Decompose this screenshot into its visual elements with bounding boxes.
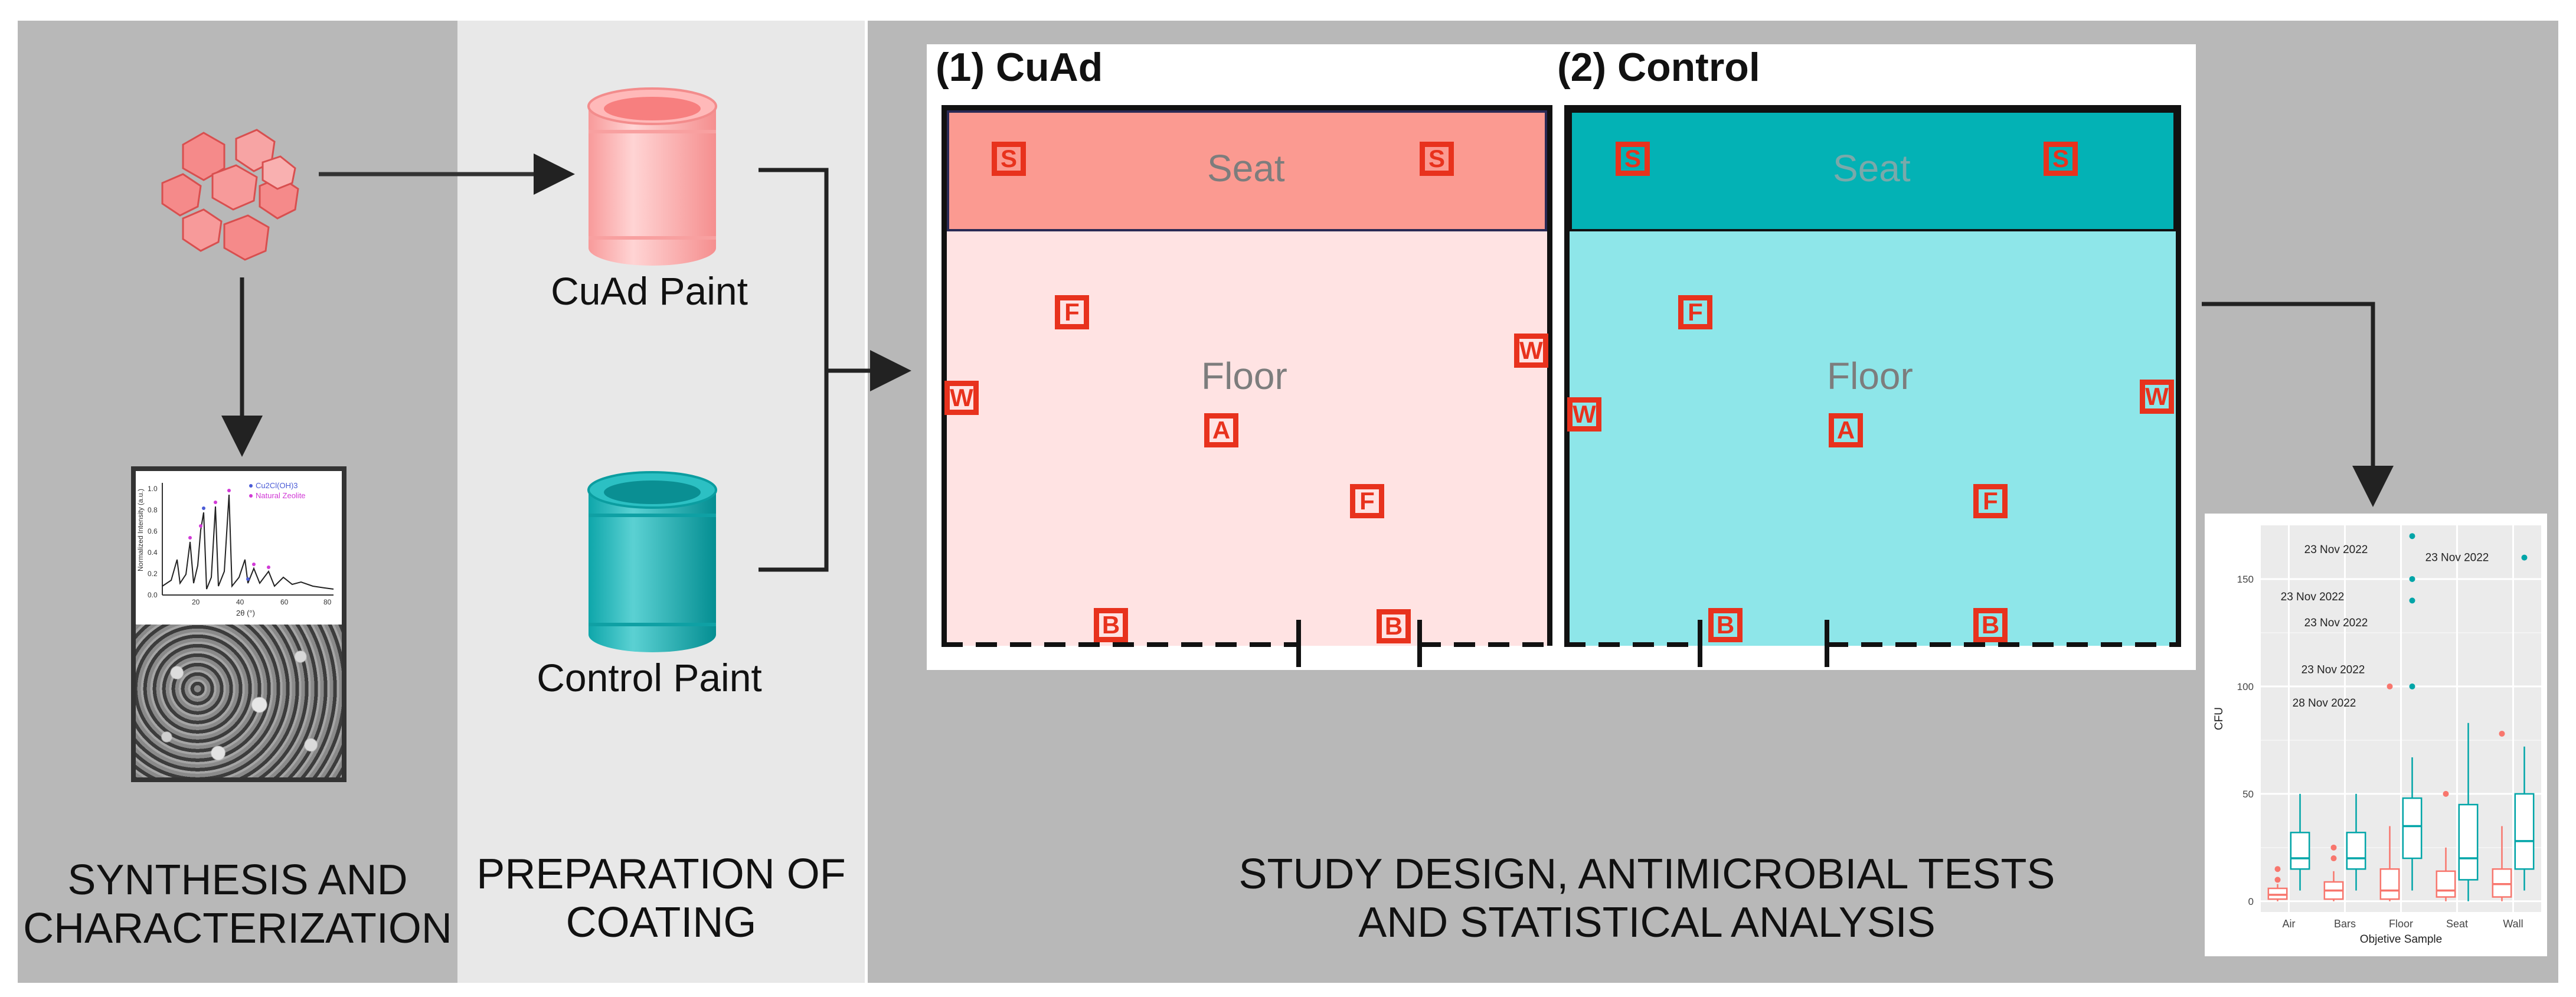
x-tick-label: Floor [2389, 918, 2413, 930]
outlier-point [2387, 683, 2393, 689]
xrd-xtick: 60 [280, 598, 289, 606]
marker-bars: B [1708, 608, 1743, 642]
marker-wall: W [1567, 397, 1601, 432]
xrd-ytick: 0.6 [148, 527, 158, 535]
x-axis-label: Objetive Sample [2360, 933, 2442, 946]
cuad-paint-can-icon [587, 87, 717, 266]
coating-title: PREPARATION OF COATING [476, 851, 846, 946]
marker-seat: S [1420, 142, 1454, 176]
cuad-paint-label: CuAd Paint [551, 269, 748, 313]
outlier-point [2409, 533, 2415, 540]
control-seat-label: Seat [1833, 147, 1911, 189]
box [2492, 868, 2512, 898]
marker-wall: W [944, 381, 979, 415]
xrd-xtick: 80 [323, 598, 332, 606]
marker-wall: W [2140, 380, 2174, 414]
y-tick-label: 150 [2237, 574, 2254, 585]
outlier-point [2330, 844, 2337, 851]
marker-seat: S [2044, 142, 2078, 176]
xrd-ytick: 0.4 [148, 548, 158, 557]
control-paint-can-icon [587, 471, 717, 652]
xrd-ytick: 1.0 [148, 485, 158, 493]
marker-air: A [1829, 413, 1863, 447]
sem-image [136, 625, 342, 777]
xrd-xtick: 20 [192, 598, 200, 606]
xrd-legend-2: Natural Zeolite [256, 491, 306, 500]
outlier-annotation: 23 Nov 2022 [2304, 544, 2368, 556]
y-axis-label: CFU [2213, 707, 2225, 730]
xrd-ylabel: Normalized Intensity (a.u.) [136, 489, 145, 571]
synthesis-title: SYNTHESIS AND CHARACTERIZATION [23, 857, 452, 952]
marker-bars: B [1094, 608, 1128, 642]
xrd-plot: Cu2Cl(OH)3 Natural Zeolite Normalized In… [136, 471, 342, 622]
outlier-point [2409, 576, 2415, 582]
control-room-heading: (2) Control [1557, 45, 1760, 90]
box [2458, 803, 2479, 881]
outlier-annotation: 23 Nov 2022 [2281, 591, 2345, 603]
marker-floor: F [1055, 295, 1089, 329]
xrd-ytick: 0.8 [148, 506, 158, 514]
box [2514, 793, 2535, 870]
x-tick-label: Wall [2503, 918, 2523, 930]
marker-floor: F [1973, 484, 2008, 518]
outlier-annotation: 23 Nov 2022 [2302, 663, 2365, 676]
xrd-xtick: 40 [236, 598, 244, 606]
marker-floor: F [1350, 484, 1384, 518]
box [2346, 832, 2366, 870]
outlier-point [2409, 597, 2415, 604]
outlier-point [2274, 866, 2281, 872]
marker-seat: S [992, 142, 1026, 176]
outlier-annotation: 28 Nov 2022 [2293, 697, 2356, 710]
x-tick-label: Air [2283, 918, 2296, 930]
control-paint-label: Control Paint [537, 656, 762, 699]
marker-floor: F [1678, 295, 1712, 329]
x-tick-label: Seat [2446, 918, 2468, 930]
box [2379, 868, 2400, 900]
box [2267, 887, 2288, 900]
outlier-point [2330, 855, 2337, 862]
marker-seat: S [1616, 142, 1650, 176]
box [2402, 797, 2423, 859]
marker-wall: W [1514, 334, 1548, 368]
y-tick-label: 0 [2248, 896, 2254, 907]
outlier-point [2521, 554, 2528, 561]
cuad-room-heading: (1) CuAd [936, 45, 1103, 90]
y-tick-label: 50 [2242, 789, 2254, 800]
marker-bars: B [1377, 609, 1411, 643]
box [2436, 870, 2456, 898]
outlier-point [2409, 683, 2415, 689]
outlier-annotation: 23 Nov 2022 [2425, 552, 2489, 564]
study-title: STUDY DESIGN, ANTIMICROBIAL TESTS AND ST… [1238, 851, 2055, 946]
xrd-ytick: 0.2 [148, 570, 158, 578]
cuad-seat-label: Seat [1207, 147, 1285, 189]
xrd-legend-1: Cu2Cl(OH)3 [256, 481, 298, 490]
outlier-point [2499, 730, 2505, 737]
marker-air: A [1204, 413, 1238, 447]
xrd-ytick: 0.0 [148, 591, 158, 599]
characterization-figure: Cu2Cl(OH)3 Natural Zeolite Normalized In… [131, 466, 346, 782]
outlier-point [2443, 790, 2449, 797]
control-floor-label: Floor [1827, 355, 1913, 397]
box [2290, 832, 2310, 870]
nanoparticle-cluster-icon [161, 129, 299, 261]
cuad-floor-label: Floor [1201, 355, 1287, 397]
y-tick-label: 100 [2237, 681, 2254, 692]
x-tick-label: Bars [2334, 918, 2356, 930]
xrd-xlabel: 2θ (°) [236, 609, 255, 617]
outlier-point [2274, 877, 2281, 883]
marker-bars: B [1973, 608, 2008, 642]
outlier-annotation: 23 Nov 2022 [2304, 617, 2368, 629]
